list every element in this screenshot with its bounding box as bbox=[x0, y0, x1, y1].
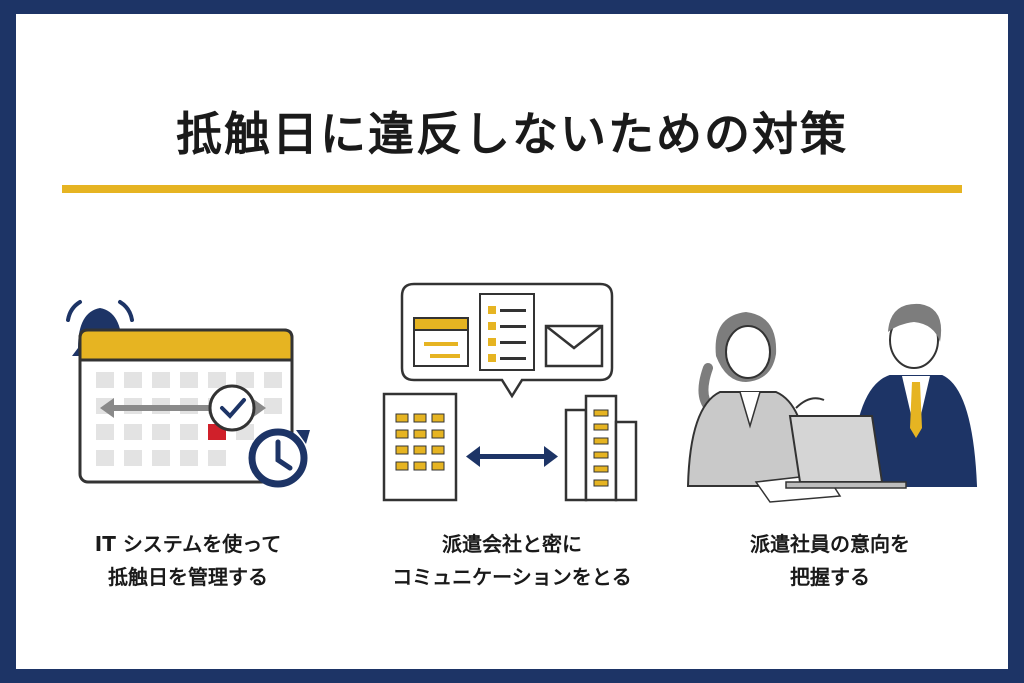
speech-bubble bbox=[400, 282, 614, 399]
clock-icon bbox=[248, 428, 310, 488]
caption-line: IT システムを使って bbox=[94, 532, 282, 556]
company-communication-icon bbox=[382, 282, 638, 502]
caption-it-system: IT システムを使って 抵触日を管理する bbox=[38, 528, 338, 594]
caption-line: 派遣社員の意向を bbox=[750, 532, 910, 556]
caption-employee-intent: 派遣社員の意向を 把握する bbox=[680, 528, 980, 594]
page-title: 抵触日に違反しないための対策 bbox=[176, 107, 848, 161]
title-underline bbox=[62, 185, 962, 193]
caption-communication: 派遣会社と密に コミュニケーションをとる bbox=[362, 528, 662, 594]
building-left-icon bbox=[382, 392, 458, 502]
woman-figure bbox=[686, 312, 825, 487]
caption-line: 派遣会社と密に bbox=[442, 532, 582, 556]
exchange-arrow-icon bbox=[466, 446, 558, 467]
caption-line: 抵触日を管理する bbox=[108, 565, 268, 589]
building-right-icon bbox=[564, 394, 638, 502]
caption-line: 把握する bbox=[790, 565, 870, 589]
check-bubble-icon bbox=[208, 384, 256, 432]
laptop-icon bbox=[785, 415, 907, 489]
checklist-icon bbox=[479, 293, 535, 371]
envelope-icon bbox=[544, 324, 604, 368]
mini-calendar-icon bbox=[413, 317, 469, 367]
double-arrow-icon bbox=[100, 398, 266, 418]
meeting-people-icon bbox=[686, 303, 978, 503]
caption-line: コミュニケーションをとる bbox=[392, 565, 632, 589]
calendar-alarm-icon bbox=[66, 300, 310, 488]
